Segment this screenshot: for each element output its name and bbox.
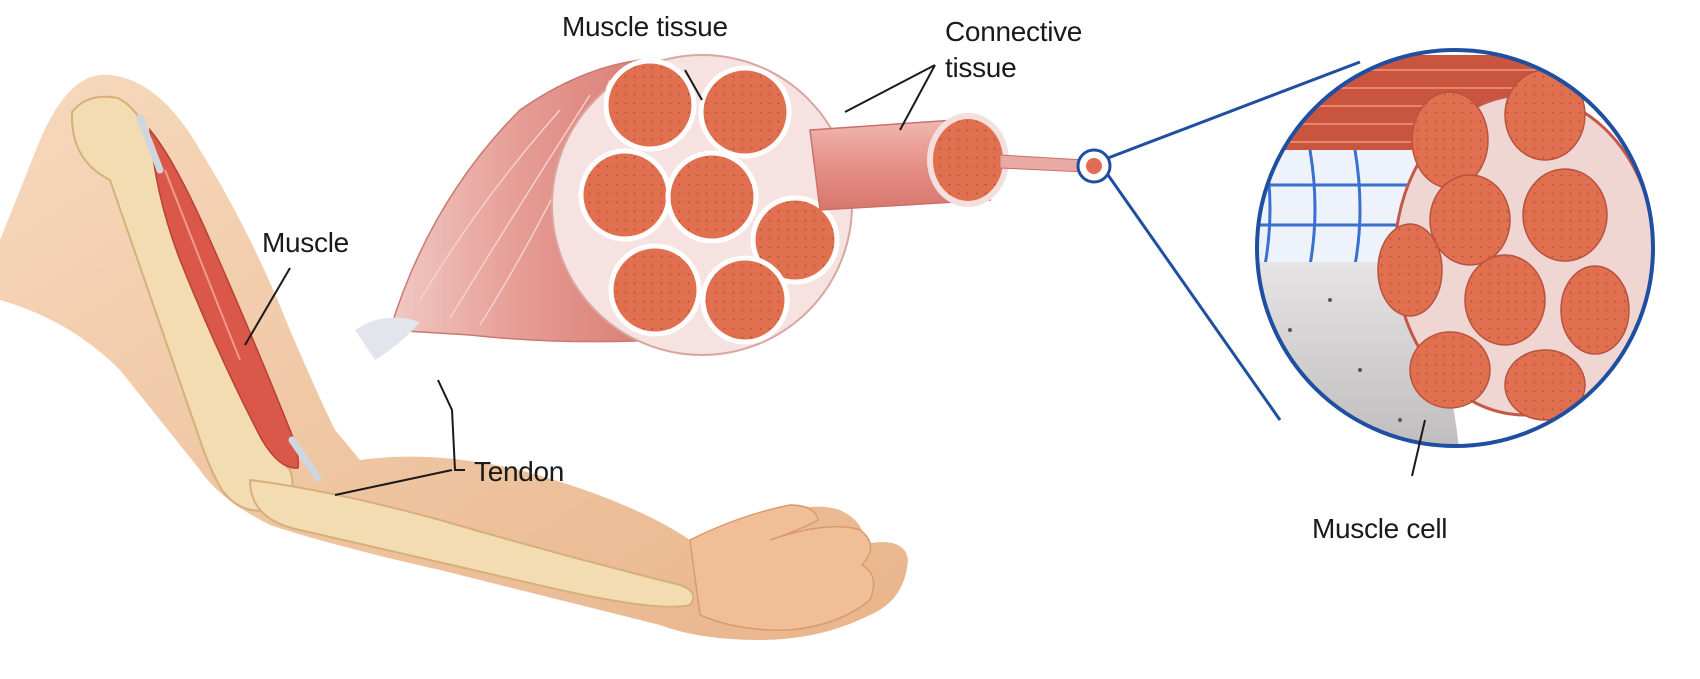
muscle-cross-section: [355, 55, 852, 360]
label-muscle: Muscle: [262, 226, 349, 260]
fascicle-end: [930, 116, 1006, 204]
fiber-strand: [1000, 155, 1085, 172]
fascicle-cylinder: [810, 116, 1110, 210]
label-muscle-tissue: Muscle tissue: [562, 10, 728, 44]
label-connective-tissue: Connective tissue: [945, 14, 1082, 86]
zoom-line-bottom: [1108, 175, 1280, 420]
label-tendon: Tendon: [474, 455, 564, 489]
label-muscle-cell: Muscle cell: [1312, 512, 1447, 546]
muscle-tendon-tip: [355, 318, 420, 361]
zoom-callout: [1108, 40, 1670, 460]
leader-connective-tissue: [845, 65, 935, 130]
